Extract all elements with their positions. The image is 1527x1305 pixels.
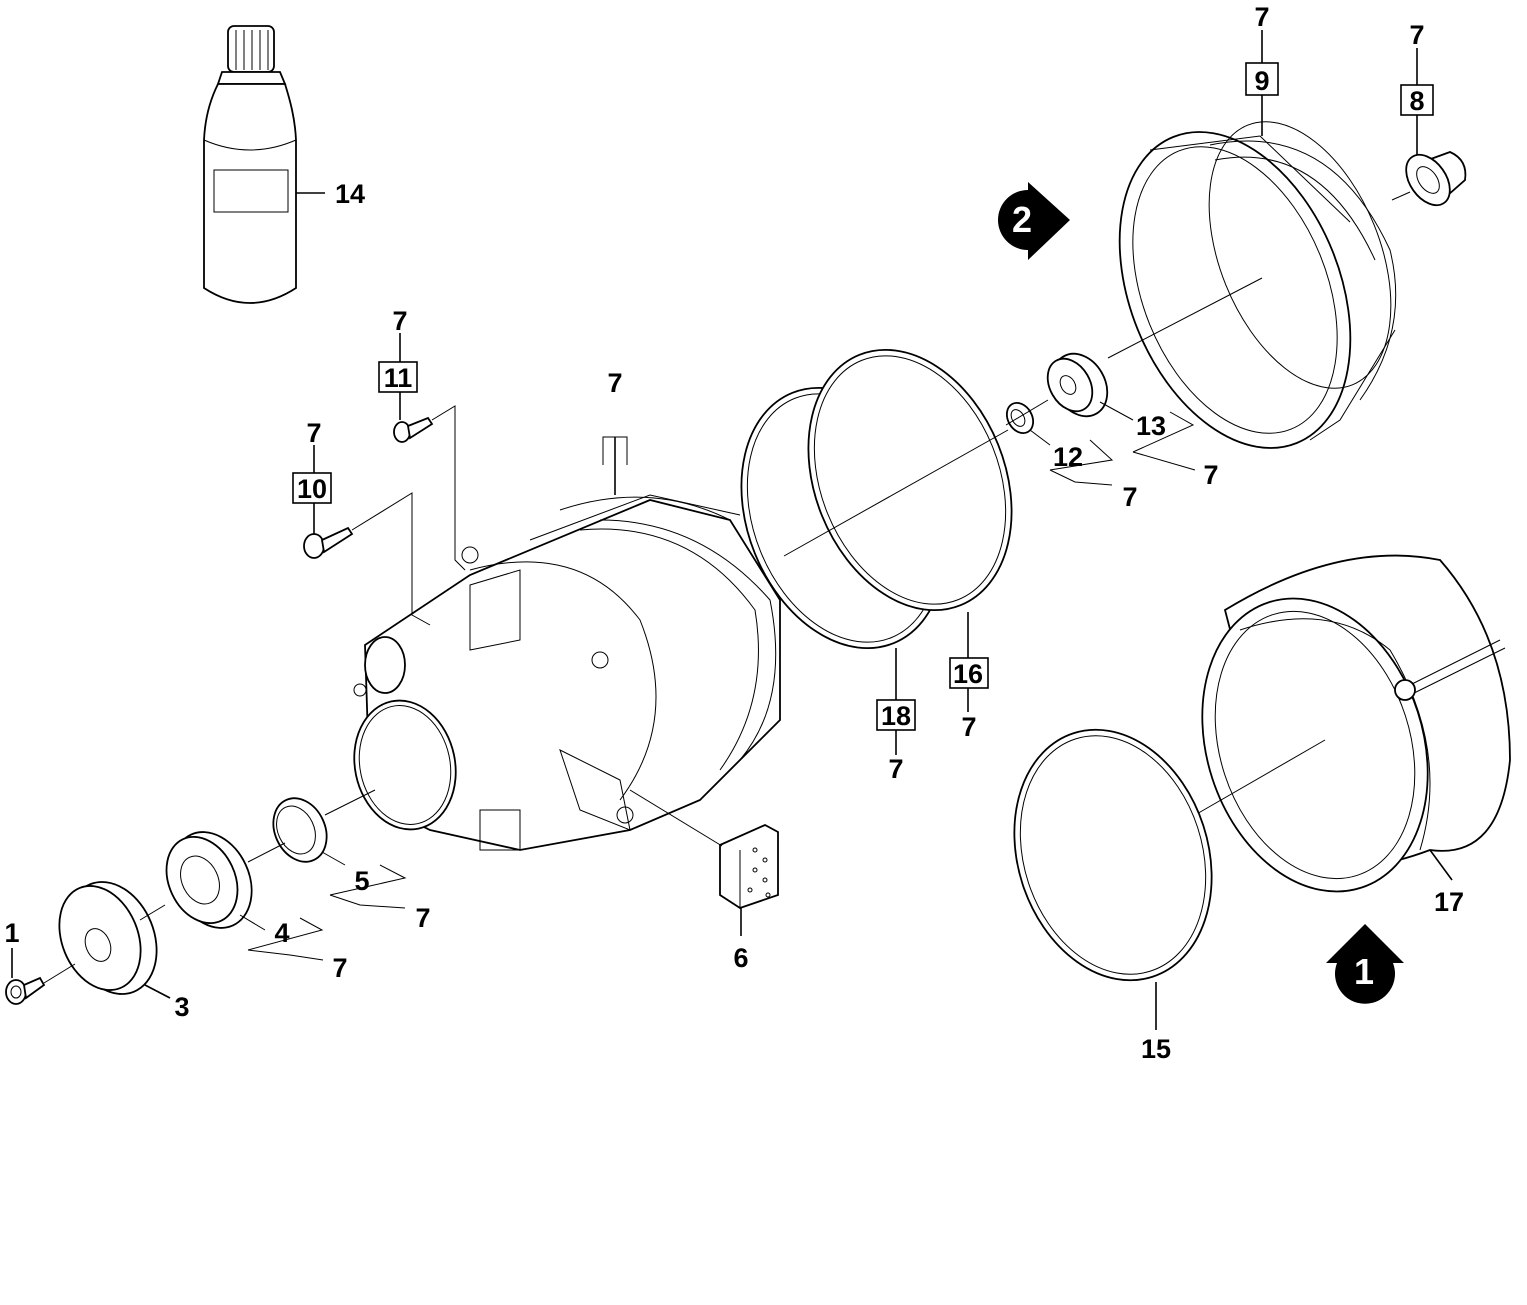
label-part-6: 6 <box>733 943 748 973</box>
part-16-o-ring[interactable] <box>771 319 1048 641</box>
part-17-outer-housing[interactable] <box>1166 554 1511 921</box>
part-14-oil-bottle[interactable] <box>203 25 297 304</box>
label-ref-5: 7 <box>415 903 430 933</box>
part-6-brush-block[interactable] <box>719 823 779 909</box>
label-part-8: 8 <box>1409 86 1424 116</box>
label-part-16: 16 <box>953 659 983 689</box>
label-part-12: 12 <box>1053 442 1083 472</box>
part-4-bearing[interactable] <box>153 819 267 941</box>
part-15-o-ring[interactable] <box>983 704 1243 1006</box>
label-ref-12: 7 <box>1122 482 1137 512</box>
label-part-5: 5 <box>354 866 369 896</box>
label-part-9: 9 <box>1254 66 1269 96</box>
label-ref-13: 7 <box>1203 460 1218 490</box>
label-part-17: 17 <box>1434 887 1464 917</box>
label-ref-9: 7 <box>1254 2 1269 32</box>
main-motor-housing[interactable] <box>343 494 781 851</box>
label-part-11: 11 <box>384 363 413 393</box>
callout-arrow-2: 2 <box>998 182 1070 260</box>
label-part-14: 14 <box>335 179 365 209</box>
label-part-13: 13 <box>1136 411 1166 441</box>
label-part-1: 1 <box>4 918 19 948</box>
callout-2-label: 2 <box>1012 199 1032 240</box>
label-ref-18: 7 <box>888 754 903 784</box>
label-ref-16: 7 <box>961 712 976 742</box>
part-9-housing-ring[interactable] <box>1076 95 1427 482</box>
label-ref-housing: 7 <box>607 368 622 398</box>
label-part-18: 18 <box>881 701 911 731</box>
label-part-3: 3 <box>174 992 189 1022</box>
part-11-screw[interactable] <box>393 416 434 443</box>
part-13-bearing[interactable] <box>1039 344 1118 426</box>
label-ref-8: 7 <box>1409 20 1424 50</box>
part-5-seal-ring[interactable] <box>263 790 336 871</box>
label-ref-10: 7 <box>306 418 321 448</box>
label-part-10: 10 <box>297 474 327 504</box>
label-part-15: 15 <box>1141 1034 1171 1064</box>
label-ref-4: 7 <box>332 953 347 983</box>
label-ref-11: 7 <box>392 306 407 336</box>
part-1-screw[interactable] <box>5 976 46 1005</box>
part-12-ring[interactable] <box>1002 398 1039 438</box>
part-3-end-cap[interactable] <box>45 868 173 1007</box>
label-part-4: 4 <box>274 918 289 948</box>
part-10-screw[interactable] <box>303 526 354 559</box>
callout-arrow-1: 1 <box>1326 924 1404 1004</box>
callout-1-label: 1 <box>1354 951 1374 992</box>
part-8-cap[interactable] <box>1397 147 1467 214</box>
